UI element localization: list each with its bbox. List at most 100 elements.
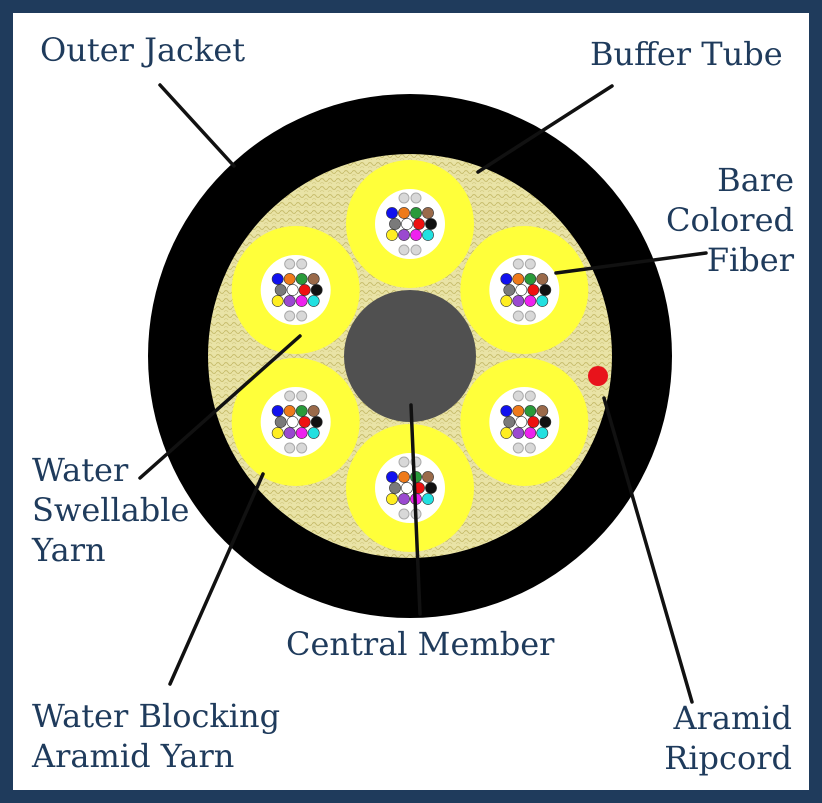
- bare-colored-fiber: [512, 405, 525, 417]
- water-swellable-yarn-strand: [398, 244, 410, 256]
- bare-colored-fiber: [386, 229, 398, 241]
- buffer-tubes: [231, 160, 589, 552]
- label-water-swellable-yarn-line-1: Water: [32, 451, 129, 489]
- label-buffer-tube-text: Buffer Tube: [590, 35, 783, 73]
- water-swellable-yarn-strand: [296, 258, 308, 270]
- bare-colored-fiber: [398, 493, 410, 505]
- bare-colored-fiber: [515, 284, 528, 296]
- buffer-tube: [346, 160, 474, 288]
- label-aramid-ripcord-line-2: Ripcord: [664, 739, 792, 777]
- bare-colored-fiber: [524, 405, 537, 417]
- water-swellable-yarn-strand: [524, 390, 536, 402]
- bare-colored-fiber: [527, 284, 540, 296]
- bare-colored-fiber: [310, 284, 323, 296]
- bare-colored-fiber: [422, 471, 434, 483]
- bare-colored-fiber: [401, 218, 413, 230]
- bare-colored-fiber: [307, 405, 320, 417]
- label-central-member-text: Central Member: [286, 625, 555, 663]
- bare-colored-fiber: [422, 229, 434, 241]
- bare-colored-fiber: [503, 284, 516, 296]
- bare-colored-fiber: [283, 427, 296, 439]
- bare-colored-fiber: [425, 482, 437, 494]
- water-swellable-yarn-strand: [524, 442, 536, 454]
- bare-colored-fiber: [286, 284, 299, 296]
- bare-colored-fiber: [401, 482, 413, 494]
- leader-aramid-ripcord: [602, 396, 694, 704]
- bare-colored-fiber: [500, 273, 513, 285]
- bare-colored-fiber: [271, 427, 284, 439]
- bare-colored-fiber: [271, 405, 284, 417]
- label-central-member: Central Member: [286, 624, 554, 664]
- bare-colored-fiber: [536, 405, 549, 417]
- label-water-swellable-yarn-line-2: Swellable: [32, 491, 190, 529]
- bare-colored-fiber: [307, 273, 320, 285]
- label-buffer-tube: Buffer Tube: [590, 34, 783, 74]
- bare-colored-fiber: [512, 427, 525, 439]
- bare-colored-fiber: [386, 471, 398, 483]
- label-bare-colored-fiber-line-3: Fiber: [706, 241, 794, 279]
- bare-colored-fiber: [410, 207, 422, 219]
- bare-colored-fiber: [295, 273, 308, 285]
- bare-colored-fiber: [398, 471, 410, 483]
- bare-colored-fiber: [524, 295, 537, 307]
- bare-colored-fiber: [295, 295, 308, 307]
- water-swellable-yarn-strand: [284, 258, 296, 270]
- bare-colored-fiber: [536, 295, 549, 307]
- bare-colored-fiber: [503, 416, 516, 428]
- label-bare-colored-fiber-line-1: Bare: [717, 161, 794, 199]
- bare-colored-fiber: [500, 405, 513, 417]
- bare-colored-fiber: [307, 295, 320, 307]
- label-water-swellable-yarn-line-3: Yarn: [32, 531, 106, 569]
- buffer-tube: [460, 358, 589, 486]
- label-aramid-ripcord-line-1: Aramid: [673, 699, 792, 737]
- buffer-tube: [460, 226, 589, 354]
- bare-colored-fiber: [398, 229, 410, 241]
- bare-colored-fiber: [527, 416, 540, 428]
- label-water-blocking-aramid-yarn: Water Blocking Aramid Yarn: [32, 696, 280, 776]
- water-swellable-yarn-strand: [524, 258, 536, 270]
- bare-colored-fiber: [512, 295, 525, 307]
- bare-colored-fiber: [310, 416, 323, 428]
- leader-central-member: [409, 403, 422, 616]
- bare-colored-fiber: [295, 405, 308, 417]
- water-swellable-yarn-strand: [512, 310, 524, 322]
- water-swellable-yarn-strand: [296, 442, 308, 454]
- bare-colored-fiber: [283, 273, 296, 285]
- bare-colored-fiber: [386, 207, 398, 219]
- water-swellable-yarn-strand: [512, 258, 524, 270]
- water-swellable-yarn-strand: [512, 390, 524, 402]
- label-outer-jacket: Outer Jacket: [40, 30, 245, 70]
- bare-colored-fiber: [500, 295, 513, 307]
- bare-colored-fiber: [283, 405, 296, 417]
- bare-colored-fiber: [298, 416, 311, 428]
- leader-bare-colored-fiber: [554, 251, 708, 275]
- water-swellable-yarn-strand: [284, 310, 296, 322]
- water-swellable-yarn-strand: [398, 192, 410, 204]
- bare-colored-fiber: [425, 218, 437, 230]
- bare-colored-fiber: [389, 218, 401, 230]
- buffer-tube: [346, 424, 474, 552]
- bare-colored-fiber: [389, 482, 401, 494]
- bare-colored-fiber: [410, 229, 422, 241]
- leader-water-blocking-aramid-yarn: [168, 472, 265, 686]
- bare-colored-fiber: [271, 295, 284, 307]
- bare-colored-fiber: [524, 427, 537, 439]
- label-water-blocking-aramid-yarn-line-2: Aramid Yarn: [32, 737, 235, 775]
- bare-colored-fiber: [286, 416, 299, 428]
- label-water-swellable-yarn: Water Swellable Yarn: [32, 450, 189, 570]
- bare-colored-fiber: [524, 273, 537, 285]
- water-swellable-yarn-strand: [398, 456, 410, 468]
- label-outer-jacket-text: Outer Jacket: [40, 31, 246, 69]
- bare-colored-fiber: [298, 284, 311, 296]
- water-swellable-yarn-strand: [512, 442, 524, 454]
- leader-water-swellable-yarn: [138, 334, 302, 480]
- bare-colored-fiber: [398, 207, 410, 219]
- bare-colored-fiber: [500, 427, 513, 439]
- bare-colored-fiber: [386, 493, 398, 505]
- leader-buffer-tube: [476, 84, 614, 174]
- label-aramid-ripcord: Aramid Ripcord: [664, 698, 792, 778]
- leader-lines: [138, 83, 708, 704]
